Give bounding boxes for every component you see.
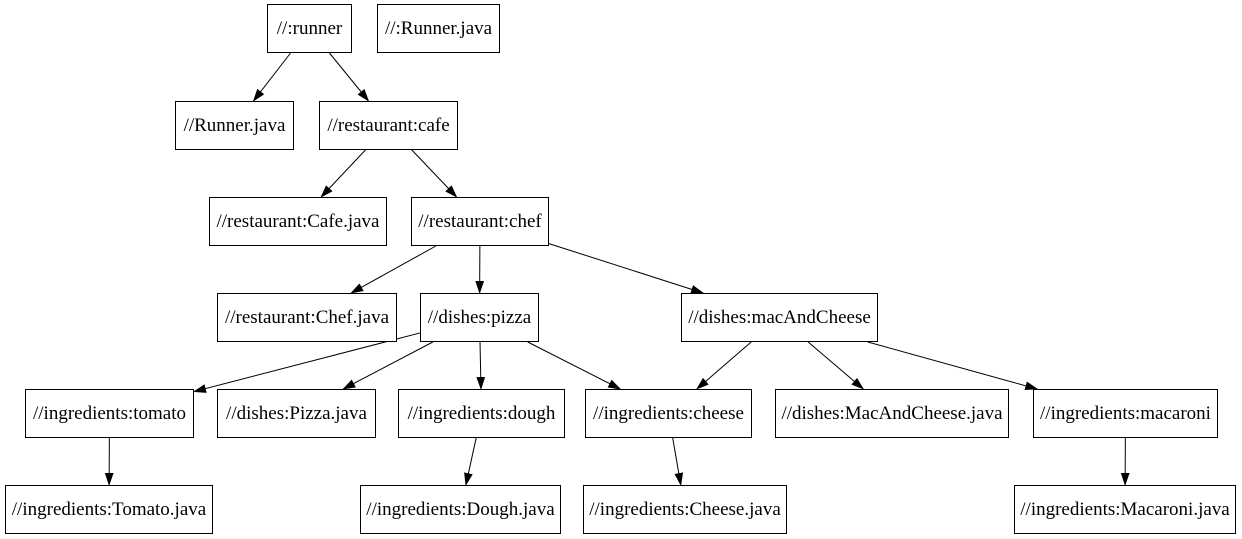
graph-node-tomato: //ingredients:tomato [25, 389, 194, 438]
edge-mac-and-cheese-to-mac-and-cheese-java [807, 341, 865, 390]
edge-chef-to-chef-java [350, 245, 437, 294]
graph-node-dough: //ingredients:dough [398, 389, 565, 438]
graph-node-mac-and-cheese: //dishes:macAndCheese [681, 293, 878, 342]
graph-node-runner: //:runner [267, 4, 352, 53]
graph-node-chef: //restaurant:chef [411, 197, 549, 246]
edge-pizza-to-cheese [527, 341, 622, 390]
edge-pizza-to-tomato [193, 332, 421, 393]
graph-node-dough-java: //ingredients:Dough.java [360, 485, 561, 534]
graph-node-macaroni-java: //ingredients:Macaroni.java [1014, 485, 1236, 534]
graph-node-runner-java: //Runner.java [175, 101, 294, 150]
graph-node-root-runner-java: //:Runner.java [377, 4, 500, 53]
graph-node-macaroni: //ingredients:macaroni [1033, 389, 1218, 438]
graph-node-pizza: //dishes:pizza [420, 293, 539, 342]
edge-runner-to-cafe [329, 52, 370, 102]
graph-node-cheese: //ingredients:cheese [585, 389, 752, 438]
graph-node-cafe-java: //restaurant:Cafe.java [209, 197, 387, 246]
edge-dough-to-dough-java [464, 437, 477, 486]
edge-runner-to-runner-java [252, 52, 291, 102]
edge-mac-and-cheese-to-cheese [696, 341, 752, 390]
edge-pizza-to-dough [476, 341, 486, 390]
edge-pizza-to-pizza-java [342, 341, 434, 390]
edge-cafe-to-cafe-java [320, 149, 366, 198]
edge-cafe-to-chef [411, 149, 458, 198]
edge-mac-and-cheese-to-macaroni [867, 341, 1039, 391]
graph-node-tomato-java: //ingredients:Tomato.java [5, 485, 213, 534]
graph-node-mac-and-cheese-java: //dishes:MacAndCheese.java [775, 389, 1009, 438]
graph-node-chef-java: //restaurant:Chef.java [217, 293, 397, 342]
edge-cheese-to-cheese-java [672, 437, 684, 486]
graph-node-pizza-java: //dishes:Pizza.java [217, 389, 376, 438]
edge-group [104, 52, 1130, 486]
edge-chef-to-mac-and-cheese [548, 243, 705, 294]
graph-node-cheese-java: //ingredients:Cheese.java [583, 485, 787, 534]
graph-node-cafe: //restaurant:cafe [319, 101, 458, 150]
